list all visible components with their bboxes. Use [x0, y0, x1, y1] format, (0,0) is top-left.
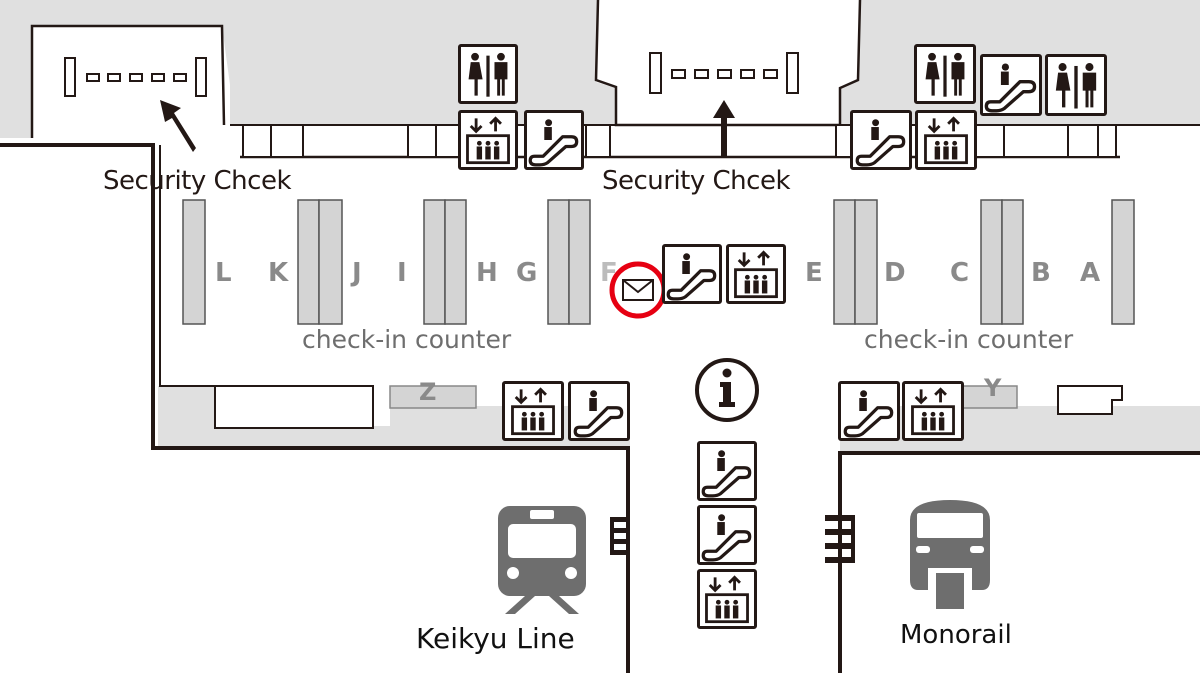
escalator-icon[interactable]: [524, 110, 584, 170]
counter-letter-K: K: [268, 258, 289, 288]
escalator-icon[interactable]: [568, 381, 630, 441]
escalator-icon[interactable]: [850, 110, 912, 170]
counter-letter-F: F: [600, 258, 618, 288]
keikyu-line-label: Keikyu Line: [416, 622, 575, 655]
counter-letter-G: G: [516, 258, 538, 288]
monorail-label: Monorail: [900, 620, 1012, 650]
escalator-icon[interactable]: [697, 441, 757, 501]
counter-letter-A: A: [1080, 258, 1101, 288]
top-rooms: [242, 124, 1117, 158]
counter-letter-C: C: [950, 258, 970, 288]
train-icon: [498, 506, 586, 614]
counter-letter-B: B: [1031, 258, 1051, 288]
information-icon[interactable]: [695, 358, 759, 422]
zone-label-z: Z: [419, 378, 437, 406]
elevator-icon[interactable]: [458, 110, 518, 170]
restroom-icon[interactable]: [458, 44, 518, 104]
arrow-to-left-security: [160, 100, 196, 152]
counter-letter-E: E: [805, 258, 823, 288]
elevator-icon[interactable]: [697, 569, 757, 629]
zone-label-y: Y: [984, 374, 1002, 402]
counter-letter-L: L: [215, 258, 232, 288]
elevator-icon[interactable]: [915, 110, 977, 170]
escalator-icon[interactable]: [980, 54, 1042, 116]
arrow-to-center-security: [713, 100, 735, 158]
elevator-icon[interactable]: [726, 244, 786, 304]
mail-icon: [622, 279, 654, 294]
lower-rooms: [214, 385, 1123, 429]
restroom-icon[interactable]: [914, 44, 976, 104]
counter-letter-H: H: [476, 258, 498, 288]
escalator-icon[interactable]: [838, 381, 900, 441]
security-check-label-center: Security Chcek: [602, 166, 791, 196]
stairs-keikyu: [610, 517, 630, 555]
mail-marker[interactable]: [609, 261, 667, 319]
escalator-icon[interactable]: [662, 244, 722, 304]
check-in-counter-label-left: check-in counter: [302, 325, 512, 354]
restroom-icon[interactable]: [1045, 54, 1107, 116]
monorail-icon: [910, 500, 990, 609]
security-check-label-left: Security Chcek: [103, 166, 292, 196]
check-in-counters: [182, 199, 1135, 325]
stairs-monorail: [825, 515, 855, 563]
security-gate-center: [649, 52, 799, 94]
counter-letter-D: D: [884, 258, 906, 288]
elevator-icon[interactable]: [502, 381, 564, 441]
security-gate-left: [64, 57, 207, 97]
elevator-icon[interactable]: [902, 381, 964, 441]
escalator-icon[interactable]: [697, 505, 757, 565]
check-in-counter-label-right: check-in counter: [864, 325, 1074, 354]
counter-letter-I: I: [397, 258, 407, 288]
counter-letter-J: J: [352, 258, 362, 288]
